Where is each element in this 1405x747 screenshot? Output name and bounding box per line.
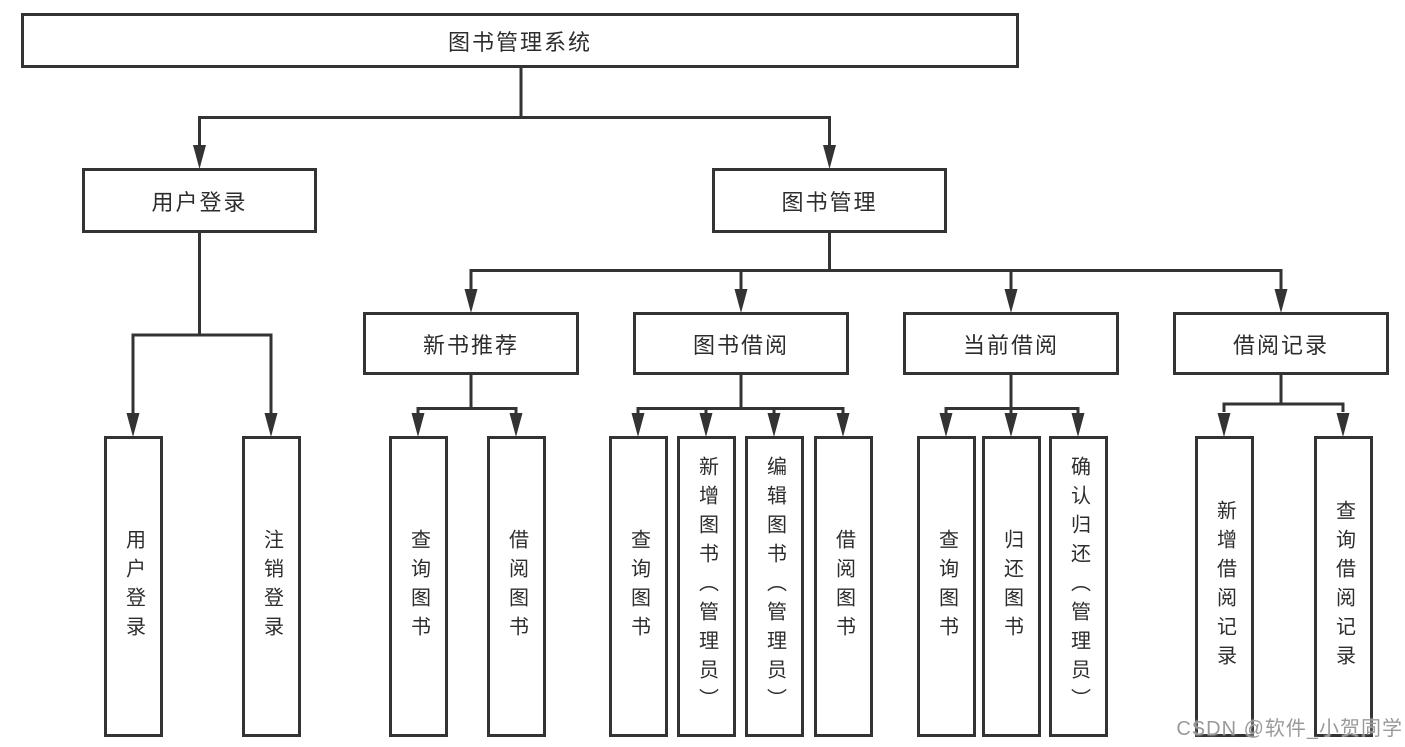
- branch-book-borrow-arrows: [631, 413, 850, 437]
- arrowhead-icon: [1336, 413, 1350, 437]
- leaf-add-book-admin-label: 新增图书（管理员）: [695, 456, 718, 717]
- branch-new-book-recommend: [416, 375, 518, 414]
- arrowhead-icon: [193, 145, 206, 169]
- leaf-confirm-return-admin: 确认归还（管理员）: [1049, 436, 1108, 737]
- connector-path: [416, 375, 518, 414]
- branch-user-login-arrows: [126, 413, 278, 437]
- node-book-management-label: 图书管理: [781, 189, 878, 215]
- node-new-book-recommend-label: 新书推荐: [422, 332, 519, 358]
- leaf-query-book-borrow: 查询图书: [609, 436, 668, 737]
- connector-path: [198, 68, 831, 146]
- leaf-logout-label: 注销登录: [260, 528, 283, 645]
- node-book-management: 图书管理: [712, 168, 947, 233]
- node-borrow-records: 借阅记录: [1173, 312, 1389, 375]
- node-user-login-label: 用户登录: [151, 189, 248, 215]
- connector-path: [469, 233, 1283, 290]
- arrowhead-icon: [264, 413, 278, 437]
- arrowhead-icon: [509, 413, 523, 437]
- arrowhead-icon: [1274, 289, 1288, 313]
- arrowhead-icon: [836, 413, 850, 437]
- branch-borrow-records-arrows: [1217, 413, 1350, 437]
- arrowhead-icon: [699, 413, 713, 437]
- leaf-confirm-return-admin-label: 确认归还（管理员）: [1067, 456, 1090, 717]
- arrowhead-icon: [631, 413, 645, 437]
- leaf-add-borrow-record-label: 新增借阅记录: [1213, 499, 1236, 674]
- branch-new-book-recommend-arrows: [411, 413, 523, 437]
- leaf-query-borrow-record: 查询借阅记录: [1314, 436, 1373, 737]
- arrowhead-icon: [1071, 413, 1085, 437]
- node-book-borrow: 图书借阅: [633, 312, 849, 375]
- leaf-user-login: 用户登录: [104, 436, 163, 737]
- arrowhead-icon: [464, 289, 478, 313]
- leaf-return-book-label: 归还图书: [1000, 528, 1023, 645]
- branch-root-arrows: [193, 145, 836, 169]
- leaf-query-book-current: 查询图书: [917, 436, 976, 737]
- arrowhead-icon: [126, 413, 140, 437]
- arrowhead-icon: [767, 413, 781, 437]
- branch-current-borrow: [944, 375, 1080, 414]
- node-borrow-records-label: 借阅记录: [1232, 332, 1329, 358]
- leaf-borrow-book-recommend: 借阅图书: [487, 436, 546, 737]
- watermark: CSDN @软件_小贺同学: [1176, 718, 1403, 740]
- arrowhead-icon: [823, 145, 836, 169]
- connector-path: [636, 375, 845, 414]
- leaf-borrow-book: 借阅图书: [814, 436, 873, 737]
- arrowhead-icon: [411, 413, 425, 437]
- leaf-borrow-book-label: 借阅图书: [832, 528, 855, 645]
- arrowhead-icon: [1004, 289, 1018, 313]
- node-root-label: 图书管理系统: [447, 29, 592, 55]
- leaf-user-login-label: 用户登录: [122, 528, 145, 645]
- arrowhead-icon: [939, 413, 953, 437]
- node-current-borrow-label: 当前借阅: [962, 332, 1059, 358]
- leaf-query-book-recommend: 查询图书: [389, 436, 448, 737]
- leaf-add-book-admin: 新增图书（管理员）: [677, 436, 736, 737]
- node-current-borrow: 当前借阅: [903, 312, 1119, 375]
- node-user-login: 用户登录: [82, 168, 317, 233]
- arrowhead-icon: [1217, 413, 1231, 437]
- branch-user-login: [131, 233, 273, 414]
- connector-path: [131, 233, 273, 414]
- leaf-borrow-book-recommend-label: 借阅图书: [505, 528, 528, 645]
- branch-book-management-arrows: [464, 289, 1288, 313]
- leaf-edit-book-admin: 编辑图书（管理员）: [745, 436, 804, 737]
- arrowhead-icon: [1004, 413, 1018, 437]
- node-new-book-recommend: 新书推荐: [363, 312, 579, 375]
- arrowhead-icon: [734, 289, 748, 313]
- leaf-return-book: 归还图书: [982, 436, 1041, 737]
- leaf-query-book-current-label: 查询图书: [935, 528, 958, 645]
- node-book-borrow-label: 图书借阅: [692, 332, 789, 358]
- leaf-add-borrow-record: 新增借阅记录: [1195, 436, 1254, 737]
- branch-book-borrow: [636, 375, 845, 414]
- node-root: 图书管理系统: [21, 13, 1019, 68]
- branch-root: [198, 68, 831, 146]
- leaf-query-book-recommend-label: 查询图书: [407, 528, 430, 645]
- leaf-edit-book-admin-label: 编辑图书（管理员）: [763, 456, 786, 717]
- leaf-logout: 注销登录: [242, 436, 301, 737]
- connector-path: [1222, 375, 1345, 412]
- leaf-query-book-borrow-label: 查询图书: [627, 528, 650, 645]
- connector-path: [944, 375, 1080, 414]
- leaf-query-borrow-record-label: 查询借阅记录: [1332, 499, 1355, 674]
- branch-borrow-records: [1222, 375, 1345, 412]
- branch-current-borrow-arrows: [939, 413, 1085, 437]
- branch-book-management: [469, 233, 1283, 290]
